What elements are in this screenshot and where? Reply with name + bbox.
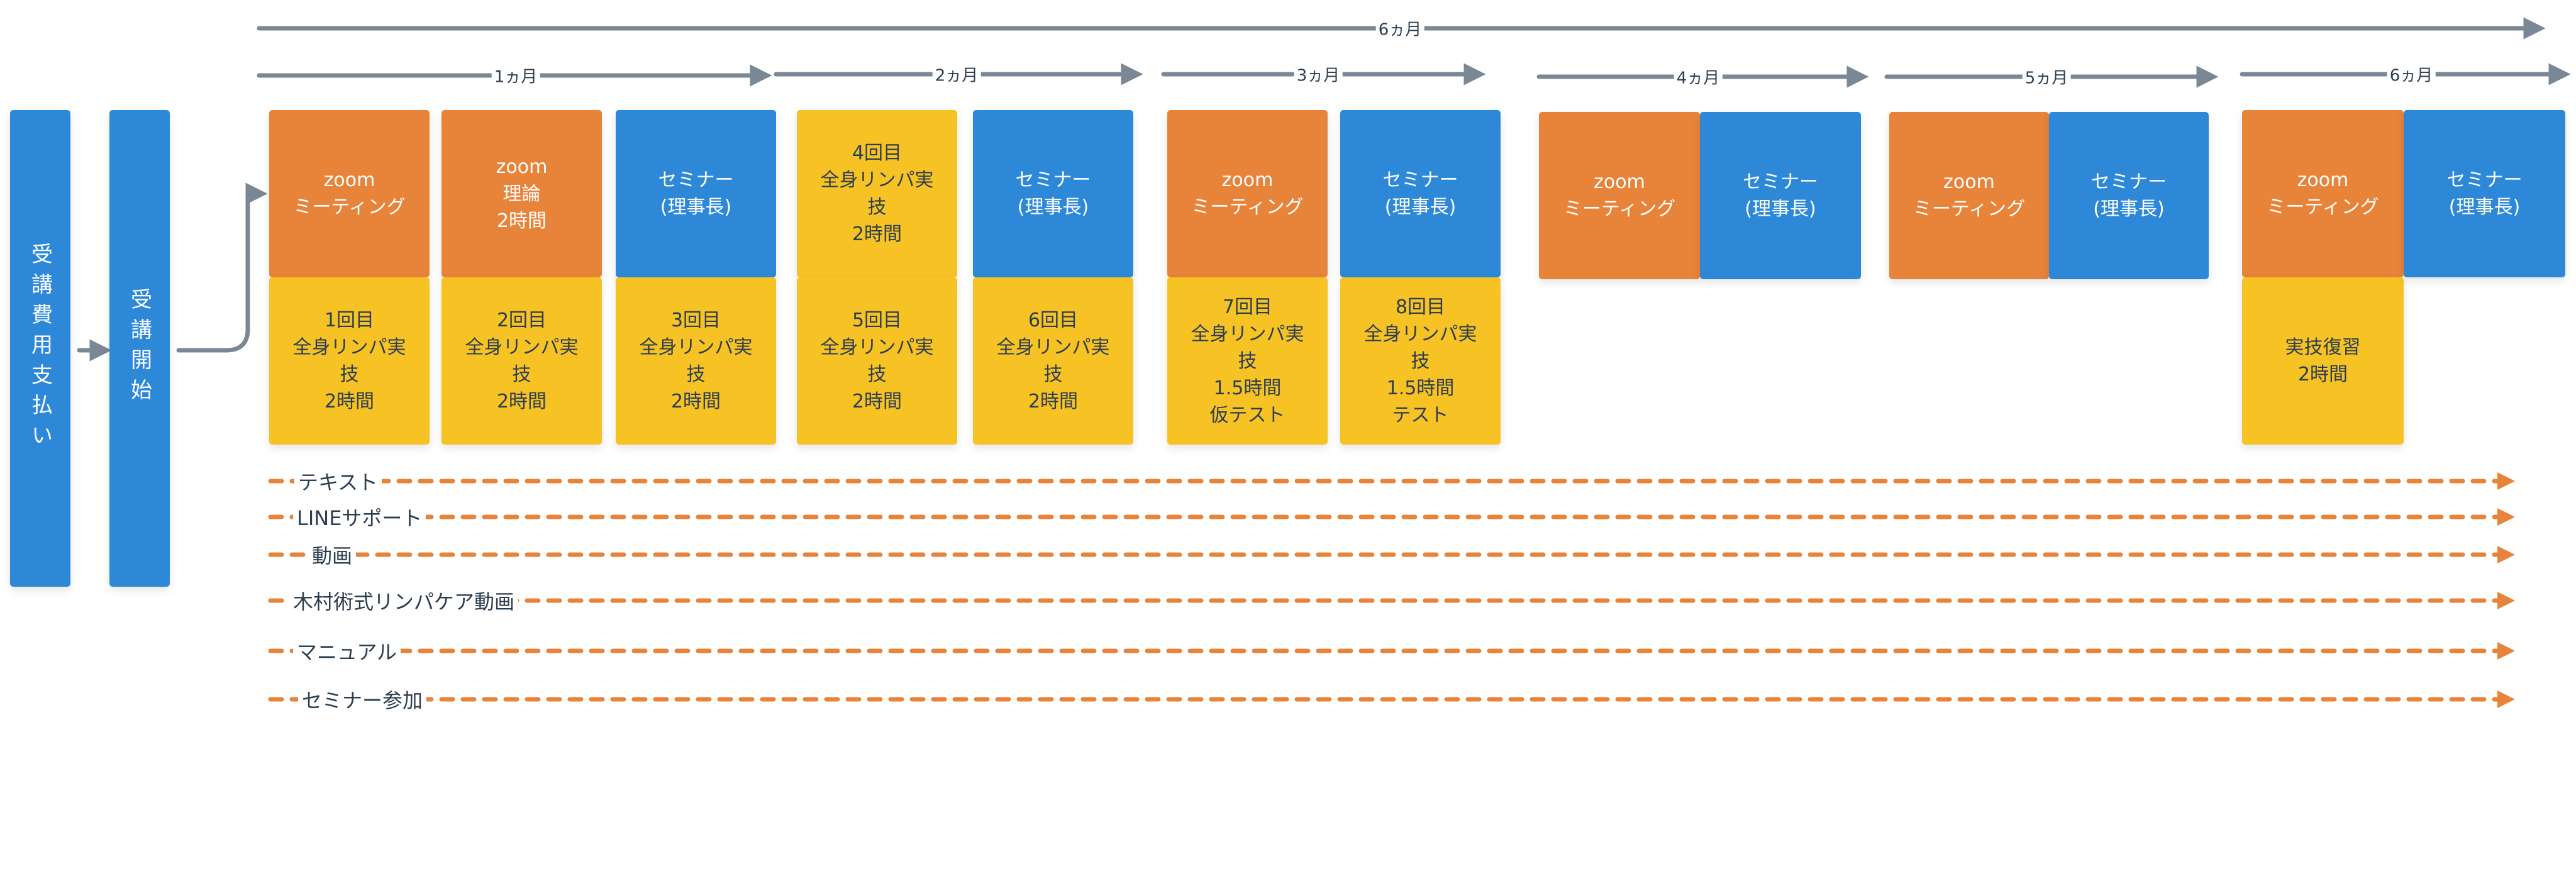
month-label-5: 5ヵ月 — [2022, 65, 2071, 89]
overall-duration-label: 6ヵ月 — [1375, 16, 1424, 40]
practice-session-card[interactable]: 2回目 全身リンパ実 技 2時間 — [441, 277, 602, 445]
practice-session-card[interactable]: 7回目 全身リンパ実 技 1.5時間 仮テスト — [1167, 277, 1328, 445]
step-course-start-label: 受講開始 — [126, 288, 152, 409]
session-card-text: zoom ミーティング — [2267, 169, 2379, 218]
step-course-start[interactable]: 受講開始 — [109, 110, 170, 587]
session-card-zoom[interactable]: zoom ミーティング — [269, 110, 430, 277]
session-card-seminar[interactable]: セミナー (理事長) — [2404, 110, 2565, 277]
session-card-text: zoom ミーティング — [1191, 169, 1304, 218]
session-card-text: セミナー (理事長) — [2091, 171, 2167, 220]
session-card-text: セミナー (理事長) — [1015, 169, 1091, 218]
resource-label-2: LINEサポート — [293, 502, 426, 531]
session-card-practice[interactable]: 4回目 全身リンパ実 技 2時間 — [797, 110, 957, 277]
step-payment-label: 受講費用支払い — [27, 243, 53, 454]
session-card-seminar[interactable]: セミナー (理事長) — [973, 110, 1133, 277]
practice-session-card[interactable]: 1回目 全身リンパ実 技 2時間 — [269, 277, 430, 445]
month-label-6: 6ヵ月 — [2387, 62, 2436, 86]
start-to-first-session-arrow — [176, 182, 268, 353]
month-label-2: 2ヵ月 — [932, 62, 981, 86]
session-card-seminar[interactable]: セミナー (理事長) — [1700, 112, 1861, 279]
practice-session-text: 3回目 全身リンパ実 技 2時間 — [639, 309, 753, 413]
session-card-seminar[interactable]: セミナー (理事長) — [2049, 112, 2209, 279]
resource-label-5: マニュアル — [293, 636, 401, 665]
step-payment[interactable]: 受講費用支払い — [10, 110, 70, 587]
practice-session-card[interactable]: 5回目 全身リンパ実 技 2時間 — [797, 277, 957, 445]
practice-session-card[interactable]: 6回目 全身リンパ実 技 2時間 — [973, 277, 1133, 445]
session-card-text: セミナー (理事長) — [1382, 169, 1458, 218]
practice-session-text: 8回目 全身リンパ実 技 1.5時間 テスト — [1363, 296, 1477, 426]
session-card-text: zoom ミーティング — [1563, 171, 1676, 220]
practice-session-card[interactable]: 8回目 全身リンパ実 技 1.5時間 テスト — [1340, 277, 1501, 445]
practice-session-text: 7回目 全身リンパ実 技 1.5時間 仮テスト — [1191, 296, 1304, 426]
session-card-text: 4回目 全身リンパ実 技 2時間 — [820, 142, 934, 245]
practice-session-card[interactable]: 3回目 全身リンパ実 技 2時間 — [616, 277, 776, 445]
session-card-text: zoom ミーティング — [293, 169, 406, 218]
practice-session-text: 5回目 全身リンパ実 技 2時間 — [820, 309, 934, 413]
session-card-seminar[interactable]: セミナー (理事長) — [1340, 110, 1501, 277]
resource-label-4: 木村術式リンパケア動画 — [289, 586, 519, 615]
session-card-text: zoom 理論 2時間 — [496, 155, 548, 232]
practice-session-text: 1回目 全身リンパ実 技 2時間 — [292, 309, 406, 413]
resource-label-3: 動画 — [308, 540, 357, 569]
session-card-zoom[interactable]: zoom ミーティング — [1167, 110, 1328, 277]
session-card-text: セミナー (理事長) — [658, 169, 734, 218]
practice-session-card[interactable]: 実技復習 2時間 — [2242, 277, 2404, 445]
resource-label-1: テキスト — [294, 467, 382, 496]
month-label-1: 1ヵ月 — [491, 64, 540, 87]
session-card-zoom[interactable]: zoom ミーティング — [1539, 112, 1700, 279]
session-card-text: zoom ミーティング — [1913, 171, 2026, 220]
session-card-zoom[interactable]: zoom ミーティング — [1889, 112, 2049, 279]
session-card-seminar[interactable]: セミナー (理事長) — [616, 110, 776, 277]
practice-session-text: 実技復習 2時間 — [2285, 336, 2361, 385]
practice-session-text: 2回目 全身リンパ実 技 2時間 — [465, 309, 579, 413]
session-card-zoom[interactable]: zoom 理論 2時間 — [441, 110, 602, 277]
month-label-4: 4ヵ月 — [1674, 65, 1723, 89]
session-card-zoom[interactable]: zoom ミーティング — [2242, 110, 2404, 277]
practice-session-text: 6回目 全身リンパ実 技 2時間 — [996, 309, 1110, 413]
session-card-text: セミナー (理事長) — [2446, 169, 2523, 218]
session-card-text: セミナー (理事長) — [1743, 171, 1818, 220]
resource-label-6: セミナー参加 — [298, 685, 427, 714]
month-label-3: 3ヵ月 — [1294, 62, 1343, 86]
